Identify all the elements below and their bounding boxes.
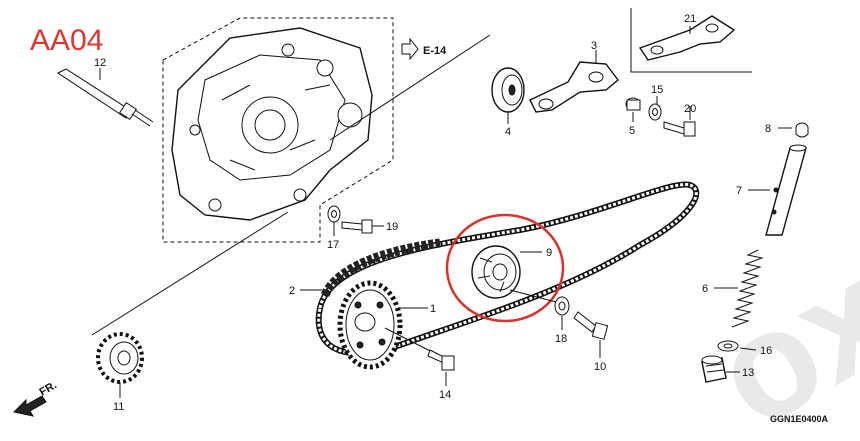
part-14-bolt (384, 327, 455, 371)
callout-11: 11 (113, 401, 124, 413)
part-17-washer (327, 205, 341, 223)
leader-crankcase-to-4 (329, 34, 491, 141)
diagram-code: GGN1E0400A (770, 414, 829, 424)
callout-1: 1 (430, 303, 436, 315)
callout-14: 14 (439, 389, 451, 401)
callout-21: 21 (684, 13, 696, 25)
callout-2: 2 (289, 285, 295, 297)
callout-15: 15 (651, 84, 663, 96)
leader-16 (739, 347, 757, 351)
part-21-bracket (638, 15, 736, 61)
part-10-bolt (573, 311, 609, 340)
crankcase-reference-box (162, 17, 394, 243)
part-6-spring (731, 249, 764, 328)
callout-12: 12 (94, 57, 106, 69)
callout-9: 9 (546, 247, 552, 259)
callout-10: 10 (594, 361, 606, 373)
part-7-tensioner-shaft (765, 144, 807, 236)
leader-9-to-washer (509, 289, 557, 303)
cross-ref-label: E-14 (423, 45, 447, 57)
callout-17: 17 (327, 239, 339, 251)
crankcase (171, 27, 373, 221)
part-16-washer (717, 340, 739, 352)
page-code: AA04 (30, 24, 103, 57)
highlight-circle (445, 213, 565, 323)
part-18-washer (554, 296, 570, 316)
callout-13: 13 (742, 367, 754, 379)
callout-6: 6 (702, 283, 708, 295)
callout-4: 4 (505, 126, 511, 138)
callout-3: 3 (591, 40, 597, 52)
part-3-tensioner-arm (529, 61, 619, 113)
callout-18: 18 (555, 333, 567, 345)
front-arrow-icon (12, 395, 47, 417)
cross-ref-arrow-icon (401, 37, 419, 61)
callout-19: 19 (386, 221, 398, 233)
callout-5: 5 (629, 125, 635, 137)
part-20-bolt (663, 121, 696, 137)
part-5-collar (625, 97, 641, 111)
part-9-guide-roller (471, 245, 521, 299)
part-19-bolt (341, 219, 373, 234)
part-11-sprocket (96, 332, 144, 384)
watermark: ox (687, 227, 860, 441)
leader-crankcase-to-11 (91, 211, 289, 336)
cam-chain-links (320, 238, 441, 298)
part-13-plug (701, 355, 727, 383)
part-12-bolt (57, 68, 154, 127)
callout-7: 7 (736, 185, 742, 197)
front-marker-label: FR. (38, 379, 59, 398)
part-4-sprocket (491, 67, 525, 113)
part-15-washer (648, 103, 662, 121)
callout-8: 8 (765, 123, 771, 135)
callout-20: 20 (684, 103, 696, 115)
callout-16: 16 (760, 345, 772, 357)
inset-frame (630, 8, 752, 73)
part-1-drive-sprocket (337, 280, 403, 370)
part-8-cap (795, 122, 809, 138)
